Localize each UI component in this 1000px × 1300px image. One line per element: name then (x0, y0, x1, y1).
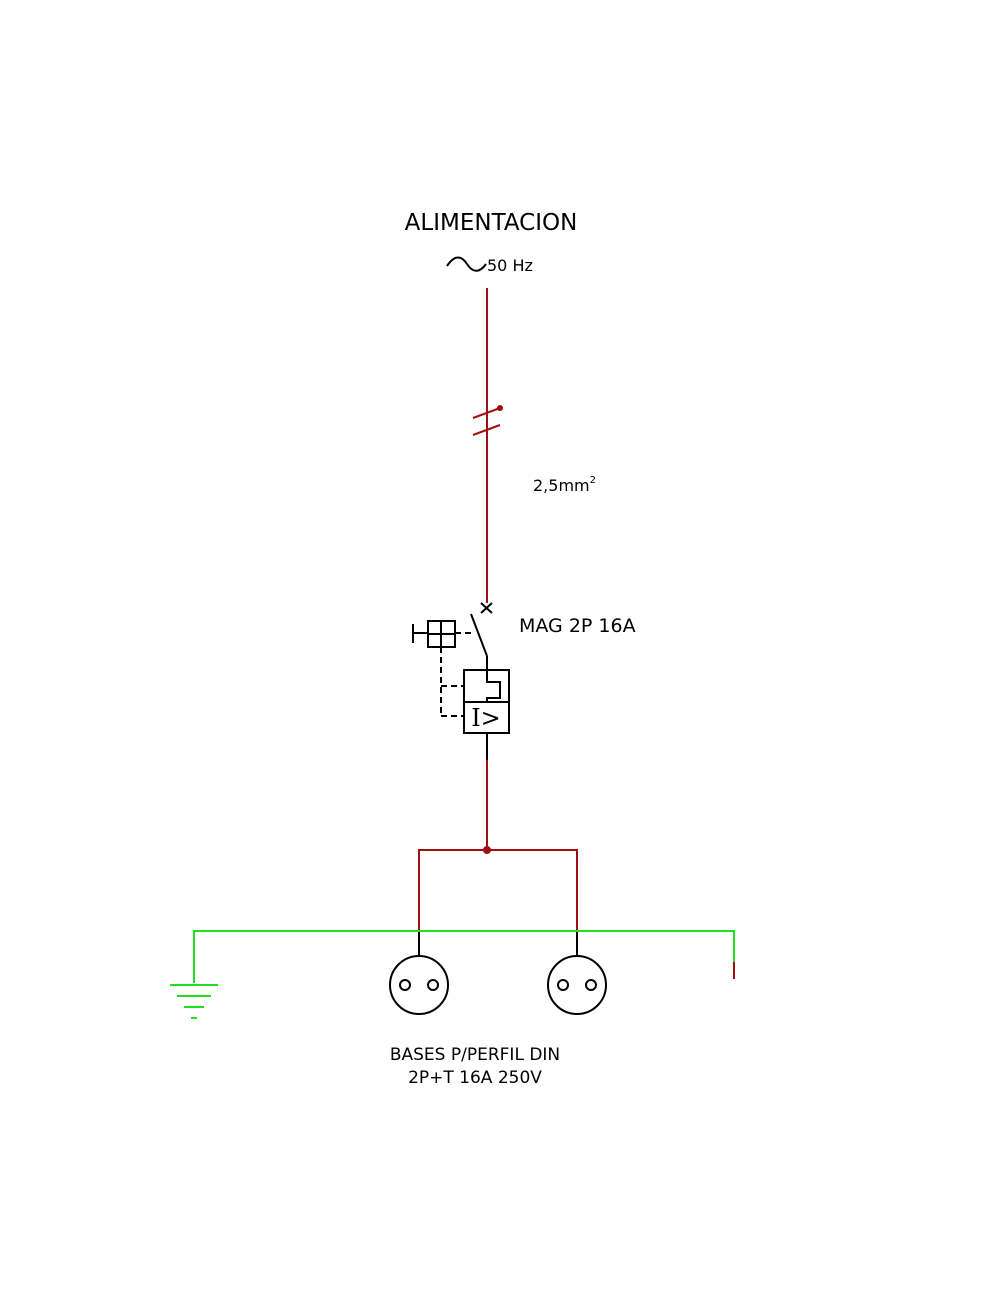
conductor-count-marks (472, 405, 503, 436)
breaker-label: MAG 2P 16A (519, 615, 636, 637)
socket-outlet-icon (547, 932, 607, 1015)
earth-line (193, 930, 735, 983)
junction-dot (483, 846, 491, 854)
supply-title: ALIMENTACION (405, 210, 578, 236)
breaker-trip-symbol: I> (471, 704, 501, 732)
socket-outlet-icon (389, 932, 449, 1015)
circuit-breaker-icon (412, 602, 510, 760)
ac-sine-icon (446, 256, 487, 272)
sockets-label-line1: BASES P/PERFIL DIN (390, 1045, 560, 1065)
supply-frequency: 50 Hz (487, 256, 533, 275)
earth-ground-icon (170, 984, 218, 1019)
sockets-label-line2: 2P+T 16A 250V (408, 1068, 542, 1088)
cable-section-label: 2,5mm2 (533, 475, 596, 495)
